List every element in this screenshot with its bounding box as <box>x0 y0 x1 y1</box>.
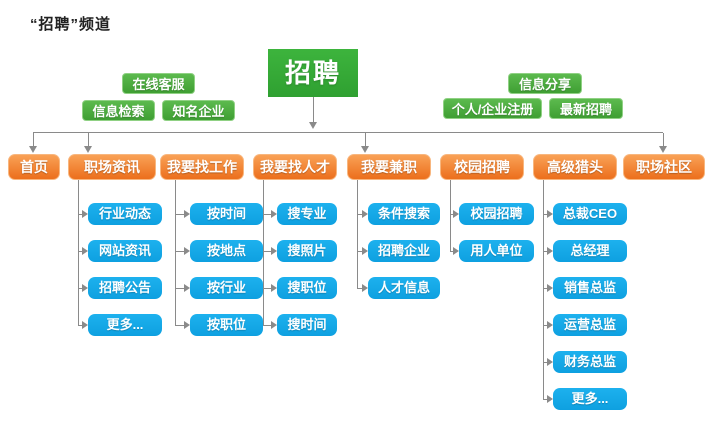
arrow-right-icon <box>78 210 88 218</box>
callout-info-search: 信息检索 <box>82 100 155 121</box>
arrow-right-icon <box>263 247 277 255</box>
leaf-node: 按行业 <box>190 277 263 299</box>
leaf-node: 用人单位 <box>459 240 534 262</box>
leaf-node: 搜专业 <box>277 203 337 225</box>
connector-line <box>175 180 176 325</box>
leaf-node: 招聘企业 <box>368 240 440 262</box>
leaf-node: 行业动态 <box>88 203 162 225</box>
root-node-recruitment: 招聘 <box>268 49 358 97</box>
page-title: “招聘”频道 <box>30 16 112 33</box>
leaf-node: 条件搜索 <box>368 203 440 225</box>
arrow-right-icon <box>263 284 277 292</box>
leaf-node: 按职位 <box>190 314 263 336</box>
arrow-right-icon <box>78 284 88 292</box>
callout-info-share: 信息分享 <box>508 73 582 94</box>
leaf-node: 运营总监 <box>553 314 627 336</box>
leaf-node: 财务总监 <box>553 351 627 373</box>
connector-line <box>78 180 79 325</box>
connector-line <box>263 180 264 325</box>
leaf-node: 更多... <box>553 388 627 410</box>
arrow-right-icon <box>543 321 553 329</box>
branch-campus-recruit: 校园招聘 <box>440 154 524 180</box>
arrow-right-icon <box>357 247 368 255</box>
connector-main-line <box>33 132 663 133</box>
leaf-node: 搜照片 <box>277 240 337 262</box>
arrow-down-icon <box>659 133 667 153</box>
leaf-node: 销售总监 <box>553 277 627 299</box>
arrow-right-icon <box>175 247 190 255</box>
arrow-right-icon <box>543 395 553 403</box>
leaf-node: 招聘公告 <box>88 277 162 299</box>
leaf-node: 搜职位 <box>277 277 337 299</box>
root-arrow-down-icon <box>309 97 317 129</box>
leaf-node: 网站资讯 <box>88 240 162 262</box>
arrow-right-icon <box>263 321 277 329</box>
arrow-right-icon <box>175 284 190 292</box>
connector-line <box>450 180 451 251</box>
leaf-node: 更多... <box>88 314 162 336</box>
callout-latest-jobs: 最新招聘 <box>549 98 623 119</box>
leaf-node: 校园招聘 <box>459 203 534 225</box>
arrow-right-icon <box>450 247 459 255</box>
arrow-right-icon <box>263 210 277 218</box>
leaf-node: 人才信息 <box>368 277 440 299</box>
leaf-node: 按时间 <box>190 203 263 225</box>
arrow-right-icon <box>450 210 459 218</box>
arrow-right-icon <box>175 210 190 218</box>
leaf-node: 搜时间 <box>277 314 337 336</box>
arrow-down-icon <box>29 133 37 153</box>
leaf-node: 按地点 <box>190 240 263 262</box>
connector-line <box>543 180 544 399</box>
arrow-right-icon <box>357 210 368 218</box>
arrow-right-icon <box>543 358 553 366</box>
arrow-right-icon <box>175 321 190 329</box>
branch-community: 职场社区 <box>623 154 705 180</box>
branch-career-news: 职场资讯 <box>68 154 156 180</box>
branch-find-talent: 我要找人才 <box>253 154 337 180</box>
branch-headhunter: 高级猎头 <box>533 154 617 180</box>
callout-online-service: 在线客服 <box>122 73 195 94</box>
arrow-right-icon <box>543 210 553 218</box>
leaf-node: 总经理 <box>553 240 627 262</box>
branch-part-time: 我要兼职 <box>347 154 431 180</box>
leaf-node: 总裁CEO <box>553 203 627 225</box>
arrow-right-icon <box>357 284 368 292</box>
arrow-down-icon <box>361 133 369 153</box>
connector-line <box>357 180 358 288</box>
branch-home: 首页 <box>8 154 60 180</box>
callout-famous-companies: 知名企业 <box>162 100 235 121</box>
arrow-right-icon <box>543 284 553 292</box>
callout-register: 个人/企业注册 <box>443 98 542 119</box>
branch-find-job: 我要找工作 <box>160 154 244 180</box>
arrow-down-icon <box>84 133 92 153</box>
arrow-right-icon <box>543 247 553 255</box>
arrow-right-icon <box>78 247 88 255</box>
arrow-right-icon <box>78 321 88 329</box>
